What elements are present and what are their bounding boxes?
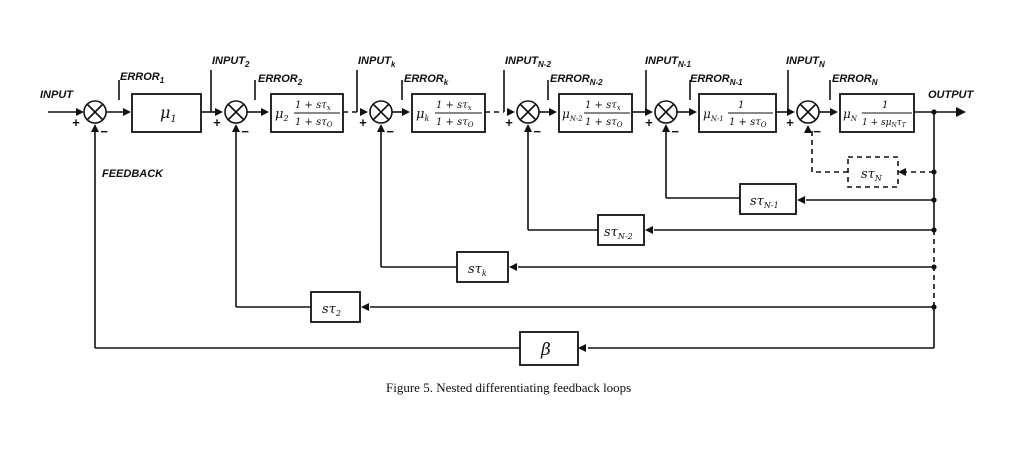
svg-text:−: − xyxy=(813,124,821,139)
label-error-n: ERRORN xyxy=(832,73,878,87)
signal-labels: INPUT INPUT2 INPUTk INPUTN-2 INPUTN-1 IN… xyxy=(40,55,975,180)
forward-path xyxy=(48,107,966,117)
svg-text:μk: μk xyxy=(416,107,429,123)
svg-text:−: − xyxy=(671,124,679,139)
block-mu-n-1: μN-1 1 1 + sτO xyxy=(698,93,777,133)
summing-junction-2 xyxy=(224,100,248,124)
block-tau-2: sτ2 xyxy=(310,291,361,323)
summing-junction-n xyxy=(796,100,820,124)
label-input-n: INPUTN xyxy=(786,55,825,69)
block-tau-n: sτN xyxy=(847,156,899,188)
svg-text:−: − xyxy=(100,124,108,139)
label-error-n-1: ERRORN-1 xyxy=(690,73,743,87)
label-input-n-2: INPUTN-2 xyxy=(505,55,551,69)
block-muk: μk 1 + sτx 1 + sτO xyxy=(411,93,486,133)
summing-junction-n-2 xyxy=(516,100,540,124)
svg-text:1: 1 xyxy=(738,100,744,111)
block-mu-n: μN 1 1 + sμNτT xyxy=(839,93,915,133)
svg-text:1 + sτx: 1 + sτx xyxy=(585,100,621,112)
figure-caption: Figure 5. Nested differentiating feedbac… xyxy=(386,380,631,395)
svg-text:1 + sτO: 1 + sτO xyxy=(295,117,333,129)
svg-text:sτk: sτk xyxy=(468,262,487,278)
svg-text:μN-1: μN-1 xyxy=(703,107,724,123)
svg-text:1 + sτO: 1 + sτO xyxy=(729,117,767,129)
svg-text:+: + xyxy=(213,115,221,130)
svg-text:μ1: μ1 xyxy=(160,103,177,125)
svg-text:−: − xyxy=(241,124,249,139)
svg-text:+: + xyxy=(505,115,513,130)
svg-text:1 + sτx: 1 + sτx xyxy=(436,100,472,112)
block-tau-n-2: sτN-2 xyxy=(597,214,645,246)
svg-text:μN-2: μN-2 xyxy=(562,107,583,123)
label-input-k: INPUTk xyxy=(358,55,396,69)
svg-text:+: + xyxy=(359,115,367,130)
block-mu-n-2: μN-2 1 + sτx 1 + sτO xyxy=(558,93,633,133)
svg-text:+: + xyxy=(645,115,653,130)
svg-text:−: − xyxy=(533,124,541,139)
input-taps xyxy=(118,70,831,112)
svg-text:β: β xyxy=(540,340,551,360)
svg-text:1 + sτO: 1 + sτO xyxy=(436,117,474,129)
svg-text:1 + sτx: 1 + sτx xyxy=(295,100,331,112)
svg-text:sτN: sτN xyxy=(861,167,883,183)
label-feedback: FEEDBACK xyxy=(102,168,164,180)
label-output: OUTPUT xyxy=(928,89,975,101)
svg-text:+: + xyxy=(786,115,794,130)
summing-junction-k xyxy=(369,100,393,124)
feedback-wiring xyxy=(91,109,937,352)
svg-text:−: − xyxy=(386,124,394,139)
summing-junction-n-1 xyxy=(654,100,678,124)
summing-junction-1 xyxy=(83,100,107,124)
svg-text:1 + sτO: 1 + sτO xyxy=(585,117,623,129)
summing-junctions xyxy=(83,100,820,124)
svg-text:sτN-2: sτN-2 xyxy=(604,225,633,241)
svg-text:1 + sμNτT: 1 + sμNτT xyxy=(862,118,907,129)
svg-text:sτ2: sτ2 xyxy=(322,302,341,318)
svg-text:μ2: μ2 xyxy=(275,107,289,123)
block-tau-n-1: sτN-1 xyxy=(739,183,797,215)
svg-text:μN: μN xyxy=(843,107,858,123)
svg-text:+: + xyxy=(72,115,80,130)
label-error-1: ERROR1 xyxy=(120,71,165,85)
block-mu2: μ2 1 + sτx 1 + sτO xyxy=(270,93,344,133)
label-input-n-1: INPUTN-1 xyxy=(645,55,691,69)
label-input: INPUT xyxy=(40,89,74,101)
block-mu1: μ1 xyxy=(131,93,202,133)
block-beta: β xyxy=(519,331,579,366)
block-tau-k: sτk xyxy=(456,251,509,283)
label-error-n-2: ERRORN-2 xyxy=(550,73,603,87)
label-error-k: ERRORk xyxy=(404,73,449,87)
label-input-2: INPUT2 xyxy=(212,55,250,69)
svg-text:1: 1 xyxy=(882,100,888,111)
svg-text:sτN-1: sτN-1 xyxy=(750,194,779,210)
label-error-2: ERROR2 xyxy=(258,73,303,87)
